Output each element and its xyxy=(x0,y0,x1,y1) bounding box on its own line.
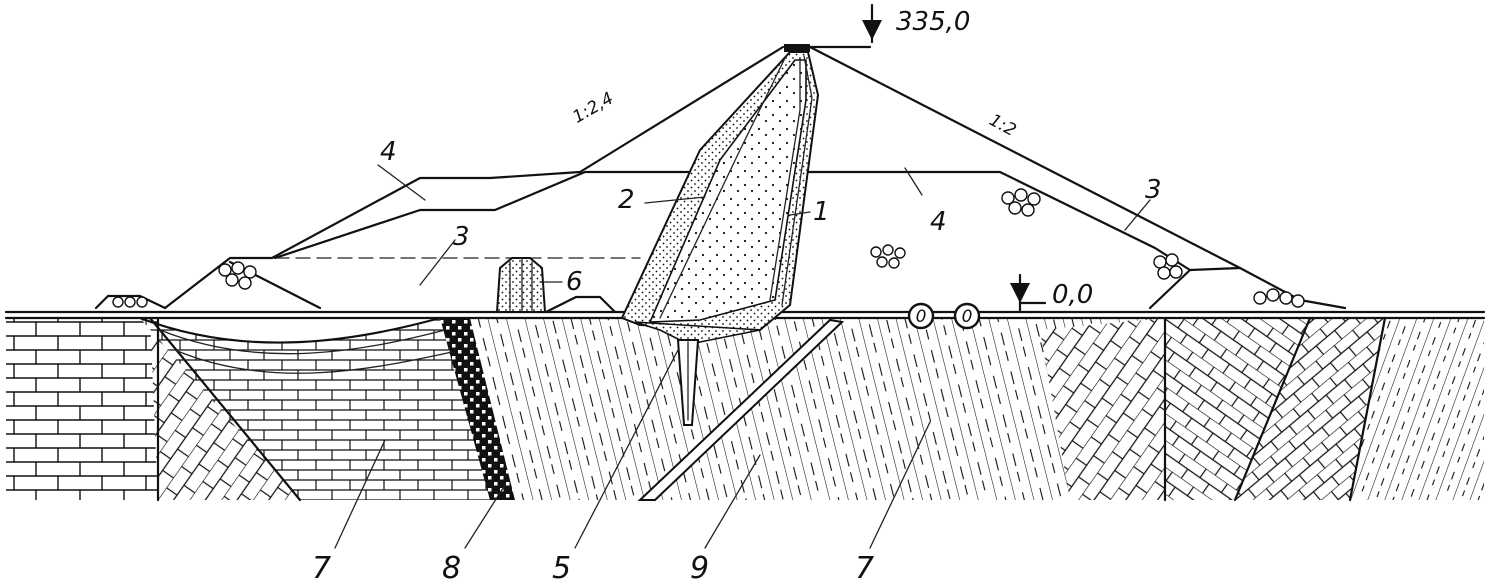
label-3-upstream: 3 xyxy=(453,222,470,252)
foundation-rock xyxy=(6,316,1484,502)
gallery-right-label: 0 xyxy=(962,307,973,327)
rock-blocky-right xyxy=(1040,318,1165,500)
downstream-slope xyxy=(808,45,1347,310)
label-5: 5 xyxy=(552,551,571,583)
label-4-downstream: 4 xyxy=(930,207,947,237)
upstream-slope xyxy=(163,45,785,310)
crest-elevation-mark: 335,0 xyxy=(862,3,970,44)
label-8: 8 xyxy=(442,551,461,583)
base-elevation-mark: 0,0 xyxy=(1010,273,1093,312)
dike-9 xyxy=(637,318,845,501)
downstream-slope-label: 1:2 xyxy=(986,110,1020,141)
small-berm xyxy=(544,295,617,314)
gallery-left-label: 0 xyxy=(916,307,927,327)
gallery-left xyxy=(907,302,935,330)
leader-lines xyxy=(334,164,1151,549)
rock-limestone-syncline xyxy=(140,318,500,500)
rock-steep-right xyxy=(1350,318,1484,500)
gallery-right xyxy=(953,302,981,330)
riprap-clusters xyxy=(112,188,1305,308)
rock-bedded-right xyxy=(1165,318,1310,500)
label-1: 1 xyxy=(813,197,830,227)
galleries: 0 0 xyxy=(907,302,981,330)
rock-brick-left xyxy=(6,318,158,500)
base-elevation-label: 0,0 xyxy=(1052,280,1093,310)
label-2: 2 xyxy=(618,185,635,215)
label-7-left: 7 xyxy=(312,551,331,583)
upstream-slope-label: 1:2,4 xyxy=(569,89,617,128)
crest-cap xyxy=(784,44,810,52)
fault-zone-8 xyxy=(440,318,515,500)
rock-schist xyxy=(470,318,1165,500)
cofferdam-6 xyxy=(495,257,547,313)
label-7-right: 7 xyxy=(855,551,874,583)
core-zone xyxy=(620,51,820,426)
label-4-upstream: 4 xyxy=(380,137,397,167)
rock-bedded-right-2 xyxy=(1235,318,1385,500)
label-9: 9 xyxy=(690,551,709,583)
label-3-downstream: 3 xyxy=(1145,175,1162,205)
crest-elevation-label: 335,0 xyxy=(896,7,970,37)
label-6: 6 xyxy=(566,267,583,297)
